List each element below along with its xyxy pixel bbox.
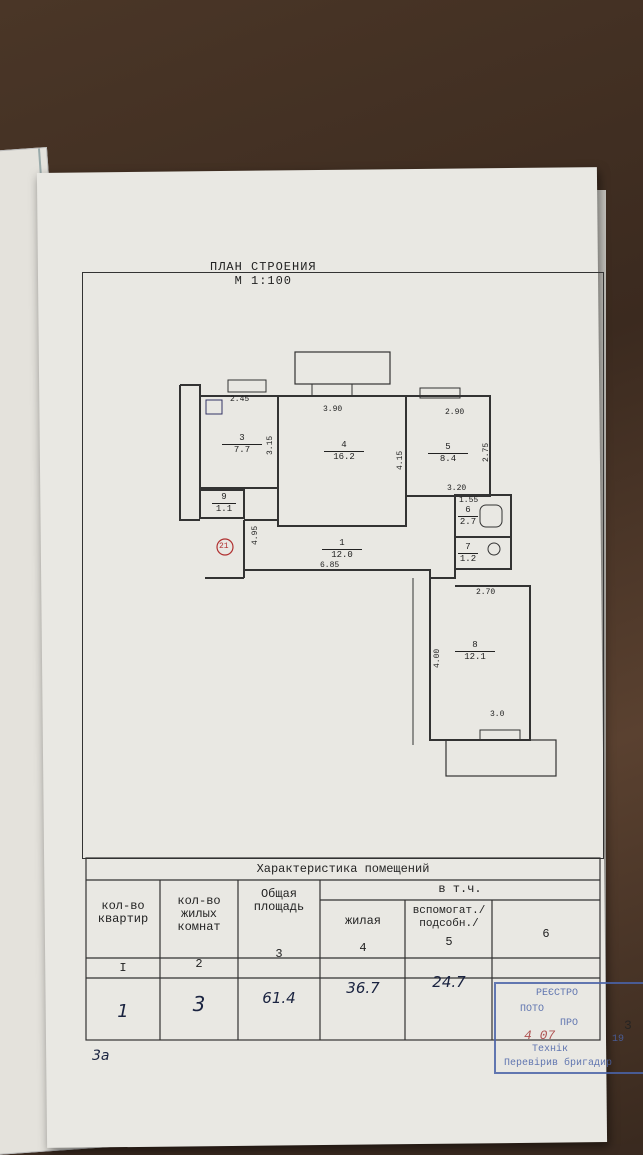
value-apartments: 1 bbox=[117, 1001, 129, 1022]
room-4-label: 4 16.2 bbox=[324, 440, 364, 463]
room-7-label: 7 1.2 bbox=[458, 542, 478, 565]
dimension: 3.20 bbox=[447, 484, 467, 493]
room-8-label: 8 12.1 bbox=[455, 640, 495, 663]
dimension: 2.75 bbox=[482, 442, 491, 462]
col-number: 2 bbox=[195, 957, 203, 971]
room-5-label: 5 8.4 bbox=[428, 442, 468, 465]
circled-number: 21 bbox=[219, 542, 229, 551]
col-number: 5 bbox=[445, 935, 453, 949]
room-number: 3 bbox=[222, 433, 262, 445]
dimension: 2.45 bbox=[230, 395, 250, 404]
room-number: 7 bbox=[458, 542, 478, 554]
stamp-line2: ПОТО bbox=[520, 1004, 545, 1015]
room-9-label: 9 1.1 bbox=[212, 492, 236, 515]
room-area: 1.2 bbox=[459, 554, 477, 564]
dimension: 4.95 bbox=[251, 525, 260, 545]
header-living: жилая bbox=[344, 914, 381, 928]
room-area: 1.1 bbox=[215, 504, 233, 514]
room-area: 12.0 bbox=[331, 550, 353, 560]
dimension: 2.70 bbox=[476, 588, 496, 597]
stamp-digit: 3 bbox=[624, 1018, 632, 1033]
dimension: 6.85 bbox=[320, 561, 340, 570]
col-number: 3 bbox=[275, 947, 283, 961]
title-line2: М 1:100 bbox=[234, 274, 293, 288]
stamp-suffix: 19 bbox=[612, 1034, 625, 1045]
stamp-line5: Перевірив бригадир bbox=[504, 1058, 613, 1069]
header-total-area: Общая площадь bbox=[253, 887, 305, 914]
value-total: 61.4 bbox=[262, 989, 296, 1007]
room-area: 2.7 bbox=[459, 517, 477, 527]
room-number: 8 bbox=[455, 640, 495, 652]
header-apartments: кол-во квартир bbox=[97, 899, 149, 926]
col-number: 4 bbox=[359, 941, 367, 955]
dimension: 4.00 bbox=[433, 648, 442, 668]
room-3-label: 3 7.7 bbox=[222, 433, 262, 456]
dimension: 3.15 bbox=[266, 435, 275, 455]
col-number: I bbox=[119, 961, 127, 975]
value-rooms: 3 bbox=[192, 992, 206, 1016]
room-number: 9 bbox=[212, 492, 236, 504]
dimension: 4.15 bbox=[396, 450, 405, 470]
registry-stamp: РЕЄСТРО ПОТО ПРО 3 4 07 19 Технік Переві… bbox=[494, 982, 643, 1074]
stamp-date: 4 07 bbox=[524, 1028, 556, 1043]
header-col6: 6 bbox=[542, 927, 550, 941]
page-mark: 3а bbox=[92, 1048, 110, 1064]
room-6-label: 6 2.7 bbox=[458, 505, 478, 528]
room-number: 1 bbox=[322, 538, 362, 550]
room-number: 6 bbox=[458, 505, 478, 517]
room-1-label: 1 12.0 bbox=[322, 538, 362, 561]
room-area: 12.1 bbox=[464, 652, 486, 662]
header-auxiliary: вспомогат./подсобн./ bbox=[412, 905, 486, 930]
stamp-line1: РЕЄСТРО bbox=[536, 988, 579, 999]
stamp-line3: ПРО bbox=[560, 1018, 579, 1029]
header-including: в т.ч. bbox=[438, 882, 482, 896]
room-number: 4 bbox=[324, 440, 364, 452]
room-area: 16.2 bbox=[333, 452, 355, 462]
dimension: 2.90 bbox=[445, 408, 465, 417]
table-caption: Характеристика помещений bbox=[256, 862, 430, 876]
dimension: 3.90 bbox=[323, 405, 343, 414]
plan-title: ПЛАН СТРОЕНИЯ М 1:100 bbox=[210, 260, 317, 288]
room-area: 8.4 bbox=[439, 454, 457, 464]
dimension: 3.0 bbox=[490, 710, 505, 719]
room-area: 7.7 bbox=[233, 445, 251, 455]
room-number: 5 bbox=[428, 442, 468, 454]
header-rooms: кол-во жилых комнат bbox=[177, 894, 221, 934]
stamp-line4: Технік bbox=[532, 1044, 569, 1055]
title-line1: ПЛАН СТРОЕНИЯ bbox=[210, 260, 317, 274]
value-auxiliary: 24.7 bbox=[432, 973, 466, 991]
dimension: 1.55 bbox=[459, 496, 479, 505]
value-living: 36.7 bbox=[346, 979, 380, 997]
